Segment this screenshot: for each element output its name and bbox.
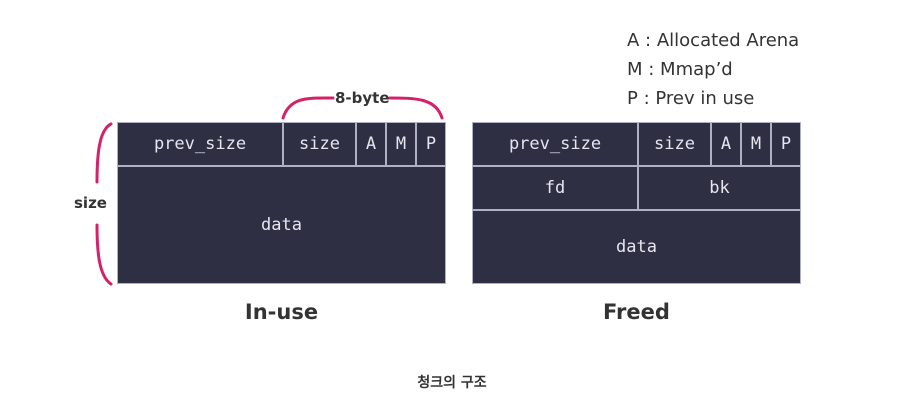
size-bracket bbox=[95, 122, 113, 286]
figure-title: 청크의 구조 bbox=[417, 375, 487, 391]
freed-fd-field: fd bbox=[473, 167, 637, 211]
byte-label: 8-byte bbox=[335, 89, 390, 107]
legend-row-p: P : Prev in use bbox=[627, 88, 755, 109]
legend: A : Allocated Arena M : Mmap’d P : Prev … bbox=[627, 26, 799, 113]
freed-size-field: size bbox=[637, 123, 710, 167]
freed-data-field: data bbox=[616, 237, 657, 257]
size-label: size bbox=[74, 194, 107, 212]
freed-caption: Freed bbox=[603, 300, 670, 324]
freed-flag-a: A bbox=[710, 123, 740, 167]
inuse-flag-a: A bbox=[355, 123, 385, 167]
byte-bracket bbox=[281, 96, 444, 120]
freed-prev-size-field: prev_size bbox=[473, 123, 637, 167]
legend-row-a: A : Allocated Arena bbox=[627, 30, 800, 51]
inuse-size-field: size bbox=[282, 123, 355, 167]
inuse-data-field: data bbox=[261, 215, 302, 235]
inuse-chunk: prev_size size A M P data bbox=[117, 122, 446, 284]
freed-flag-m: M bbox=[740, 123, 770, 167]
inuse-caption: In-use bbox=[244, 300, 319, 324]
freed-bk-field: bk bbox=[637, 167, 800, 211]
inuse-prev-size-field: prev_size bbox=[118, 123, 282, 167]
inuse-flag-m: M bbox=[385, 123, 415, 167]
freed-flag-p: P bbox=[770, 123, 800, 167]
freed-chunk: prev_size size A M P fd bk data bbox=[472, 122, 801, 284]
inuse-flag-p: P bbox=[415, 123, 445, 167]
legend-row-m: M : Mmap’d bbox=[627, 59, 733, 80]
